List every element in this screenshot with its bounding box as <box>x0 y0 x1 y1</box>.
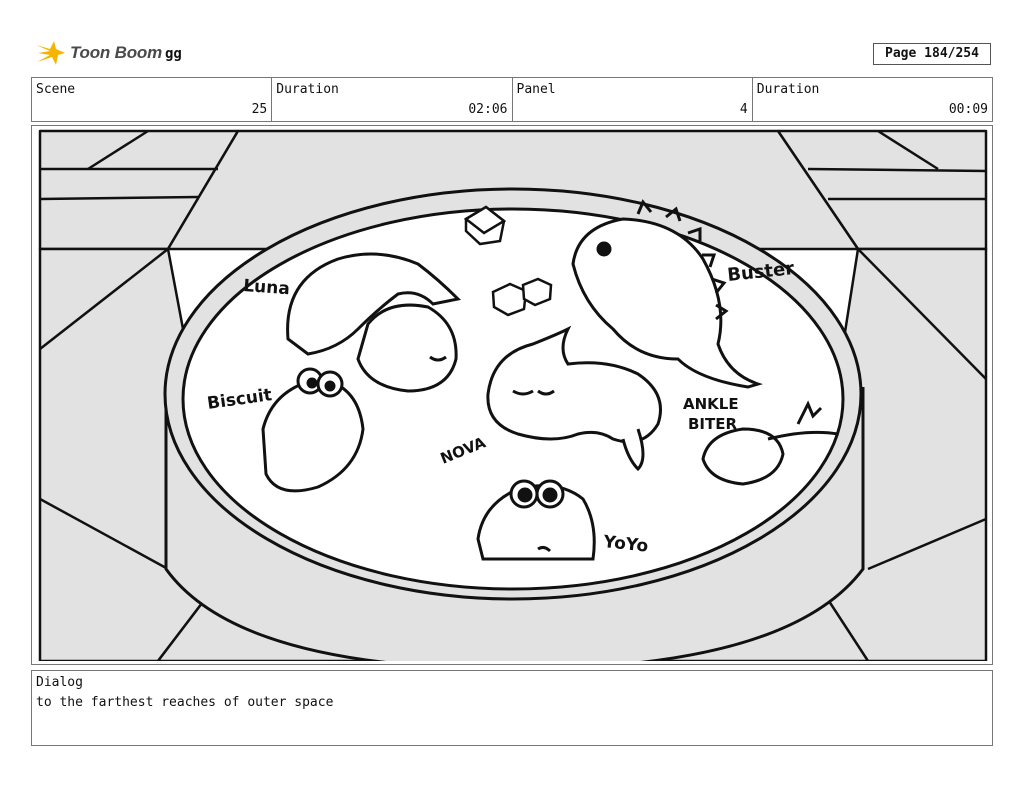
label-yoyo: YoYo <box>601 532 649 557</box>
info-bar: Scene 25 Duration 02:06 Panel 4 Duration… <box>31 77 993 122</box>
luna-character <box>286 252 462 393</box>
yoyo-character <box>476 479 596 561</box>
label-ankle: ANKLE <box>683 395 739 413</box>
toy-blocks <box>463 205 553 317</box>
scene-label: Scene <box>36 82 76 97</box>
panel-duration-cell: Duration 00:09 <box>753 78 992 121</box>
scene-value: 25 <box>251 102 268 117</box>
panel-label: Panel <box>516 82 556 97</box>
scene-cell: Scene 25 <box>32 78 273 121</box>
logo-text: Toon Boom <box>70 43 162 62</box>
ankle-biter-character <box>701 400 839 486</box>
label-biter: BITER <box>688 415 737 433</box>
panel-duration-value: 00:09 <box>948 102 988 117</box>
panel-duration-label: Duration <box>756 82 820 97</box>
project-name: gg <box>165 46 182 62</box>
scene-duration-value: 02:06 <box>468 102 508 117</box>
scene-duration-cell: Duration 02:06 <box>272 78 513 121</box>
dialog-text: to the farthest reaches of outer space <box>36 695 334 710</box>
toon-boom-logo: Toon Boom <box>34 38 162 68</box>
panel-value: 4 <box>739 102 748 117</box>
dialog-box: Dialog to the farthest reaches of outer … <box>31 670 993 746</box>
star-burst-icon <box>36 41 65 65</box>
buster-character <box>571 199 763 389</box>
label-luna: Luna <box>243 276 291 299</box>
dialog-label: Dialog <box>36 675 83 690</box>
storyboard-sketch: Luna Buster Biscuit NOVA ANKLE BITER YoY… <box>38 129 988 661</box>
storyboard-panel: Luna Buster Biscuit NOVA ANKLE BITER YoY… <box>31 125 993 665</box>
panel-cell: Panel 4 <box>513 78 753 121</box>
scene-duration-label: Duration <box>276 82 339 97</box>
floor-lines <box>39 129 987 571</box>
nova-character <box>486 325 662 472</box>
page-indicator: Page 184/254 <box>873 43 991 65</box>
biscuit-character <box>261 367 365 493</box>
